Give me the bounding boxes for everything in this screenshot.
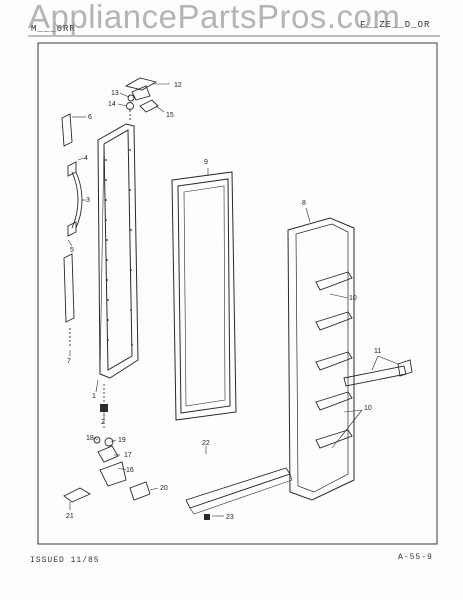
watermark: AppliancePartsPros.com [28, 0, 401, 35]
callout-16: 16 [126, 467, 134, 474]
callout-12: 12 [174, 82, 182, 89]
callout-20: 20 [160, 485, 168, 492]
leader-lines [67, 83, 399, 517]
callout-22: 22 [202, 440, 210, 447]
callout-7: 7 [67, 358, 71, 365]
callout-2: 2 [101, 419, 105, 426]
callout-6-upper: 6 [88, 114, 92, 121]
bottom-hinge [63, 436, 151, 503]
shelf-retainer-bar [343, 359, 413, 387]
callout-1: 1 [92, 393, 96, 400]
callout-8: 8 [302, 200, 306, 207]
callout-10-upper: 10 [349, 295, 357, 302]
callout-19: 19 [118, 437, 126, 444]
callout-15: 15 [166, 112, 174, 119]
header-model: M___6RR [31, 24, 76, 34]
callout-5: 5 [70, 247, 74, 254]
callout-18: 18 [86, 435, 94, 442]
callout-11: 11 [374, 348, 381, 355]
door-liner-dots [105, 149, 133, 346]
footer-issued: ISSUED 11/85 [30, 556, 100, 565]
trim-strip-upper [61, 113, 73, 147]
top-hinge [124, 77, 159, 122]
door-trim-strip [185, 467, 293, 515]
callout-21: 21 [66, 513, 74, 520]
door-plug [100, 404, 108, 412]
freezer-door-outer [97, 123, 139, 379]
callout-10-lower: 10 [364, 405, 372, 412]
callout-17: 17 [124, 452, 132, 459]
callout-13: 13 [111, 90, 119, 97]
footer-page-code: A-55-9 [398, 553, 433, 562]
callout-14: 14 [108, 101, 116, 108]
callout-4: 4 [84, 155, 88, 162]
trim-screw [204, 514, 210, 520]
header-section: F__ZE__D_OR [360, 20, 431, 30]
callout-23: 23 [226, 514, 234, 521]
callout-9: 9 [204, 159, 208, 166]
diagram-frame [37, 42, 438, 545]
door-handle [67, 161, 83, 237]
trim-strip-lower [63, 253, 75, 348]
door-liner [287, 217, 355, 501]
liner-shelves [315, 271, 353, 449]
callout-labels: 12 13 14 15 6 4 3 5 7 1 2 9 8 10 10 11 1… [66, 82, 381, 521]
door-gasket [171, 171, 237, 421]
callout-3: 3 [86, 197, 90, 204]
